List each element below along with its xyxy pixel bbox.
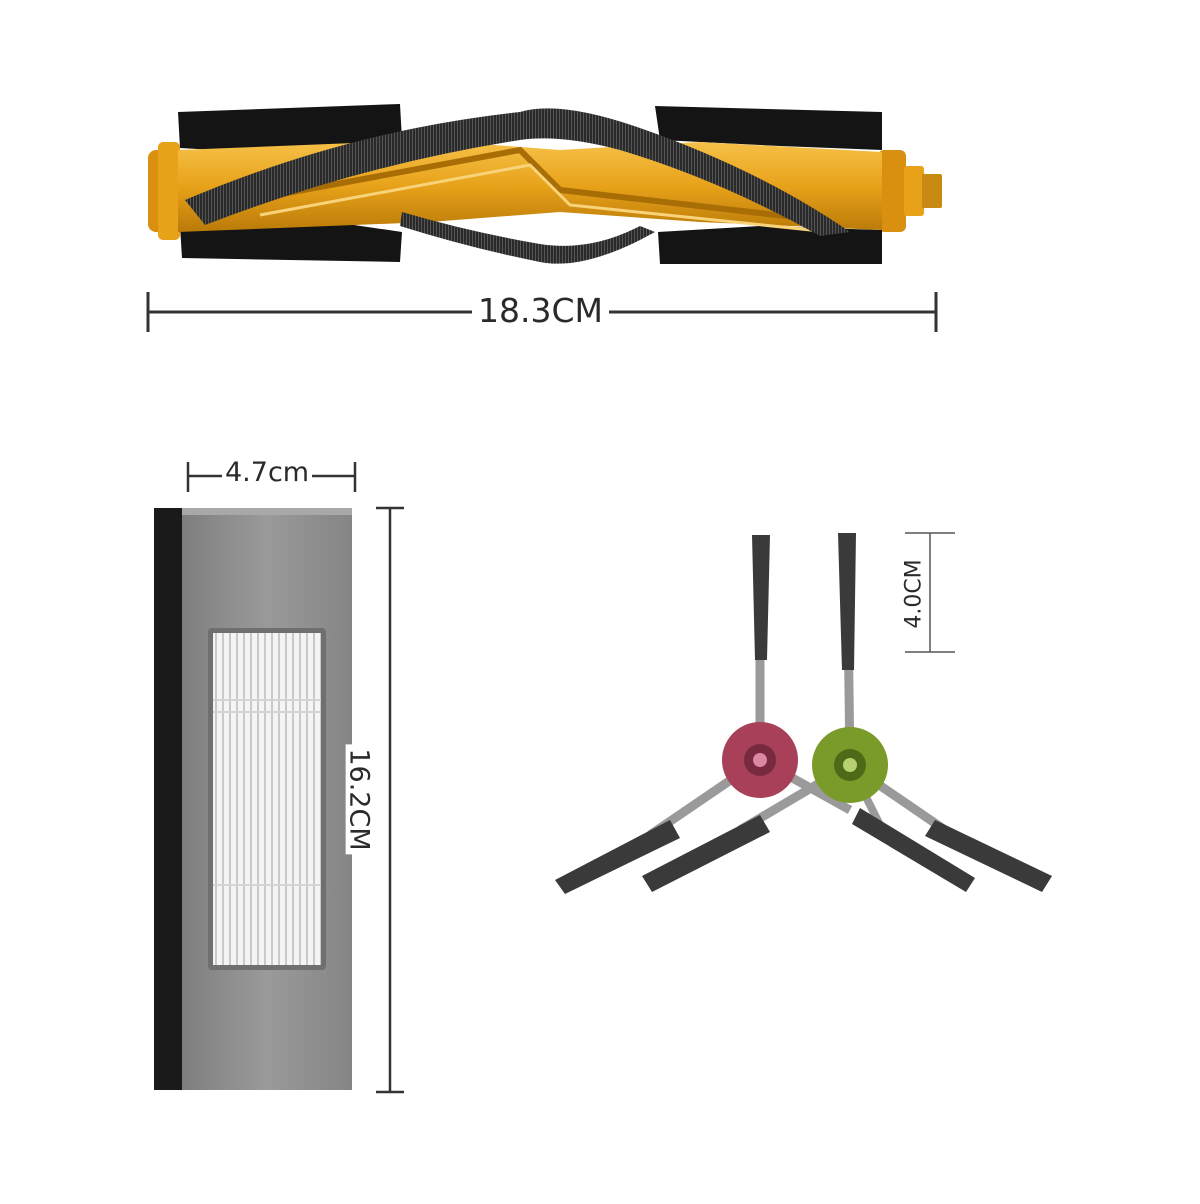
rubber-blade — [655, 106, 882, 150]
filter-foam — [154, 508, 186, 1090]
dimension-line-bristle — [905, 532, 955, 653]
hepa-filter — [154, 508, 352, 1090]
rubber-blade — [180, 220, 402, 262]
bristle-strip — [185, 108, 850, 236]
side-brush-length-label: 4.0CM — [901, 557, 927, 631]
filter-width-label: 4.7cm — [222, 459, 313, 486]
dimension-line-height — [376, 506, 404, 1094]
filter-height-label: 16.2CM — [344, 744, 375, 855]
brush-end-cap-right — [878, 150, 906, 232]
filter-pleats — [213, 633, 321, 965]
rubber-blade — [178, 104, 402, 152]
side-brush-left — [555, 535, 853, 894]
side-brush-right — [642, 533, 1052, 892]
main-brush-length-label: 18.3CM — [472, 294, 609, 327]
main-roller-brush — [148, 104, 942, 264]
rubber-blade — [658, 226, 882, 264]
